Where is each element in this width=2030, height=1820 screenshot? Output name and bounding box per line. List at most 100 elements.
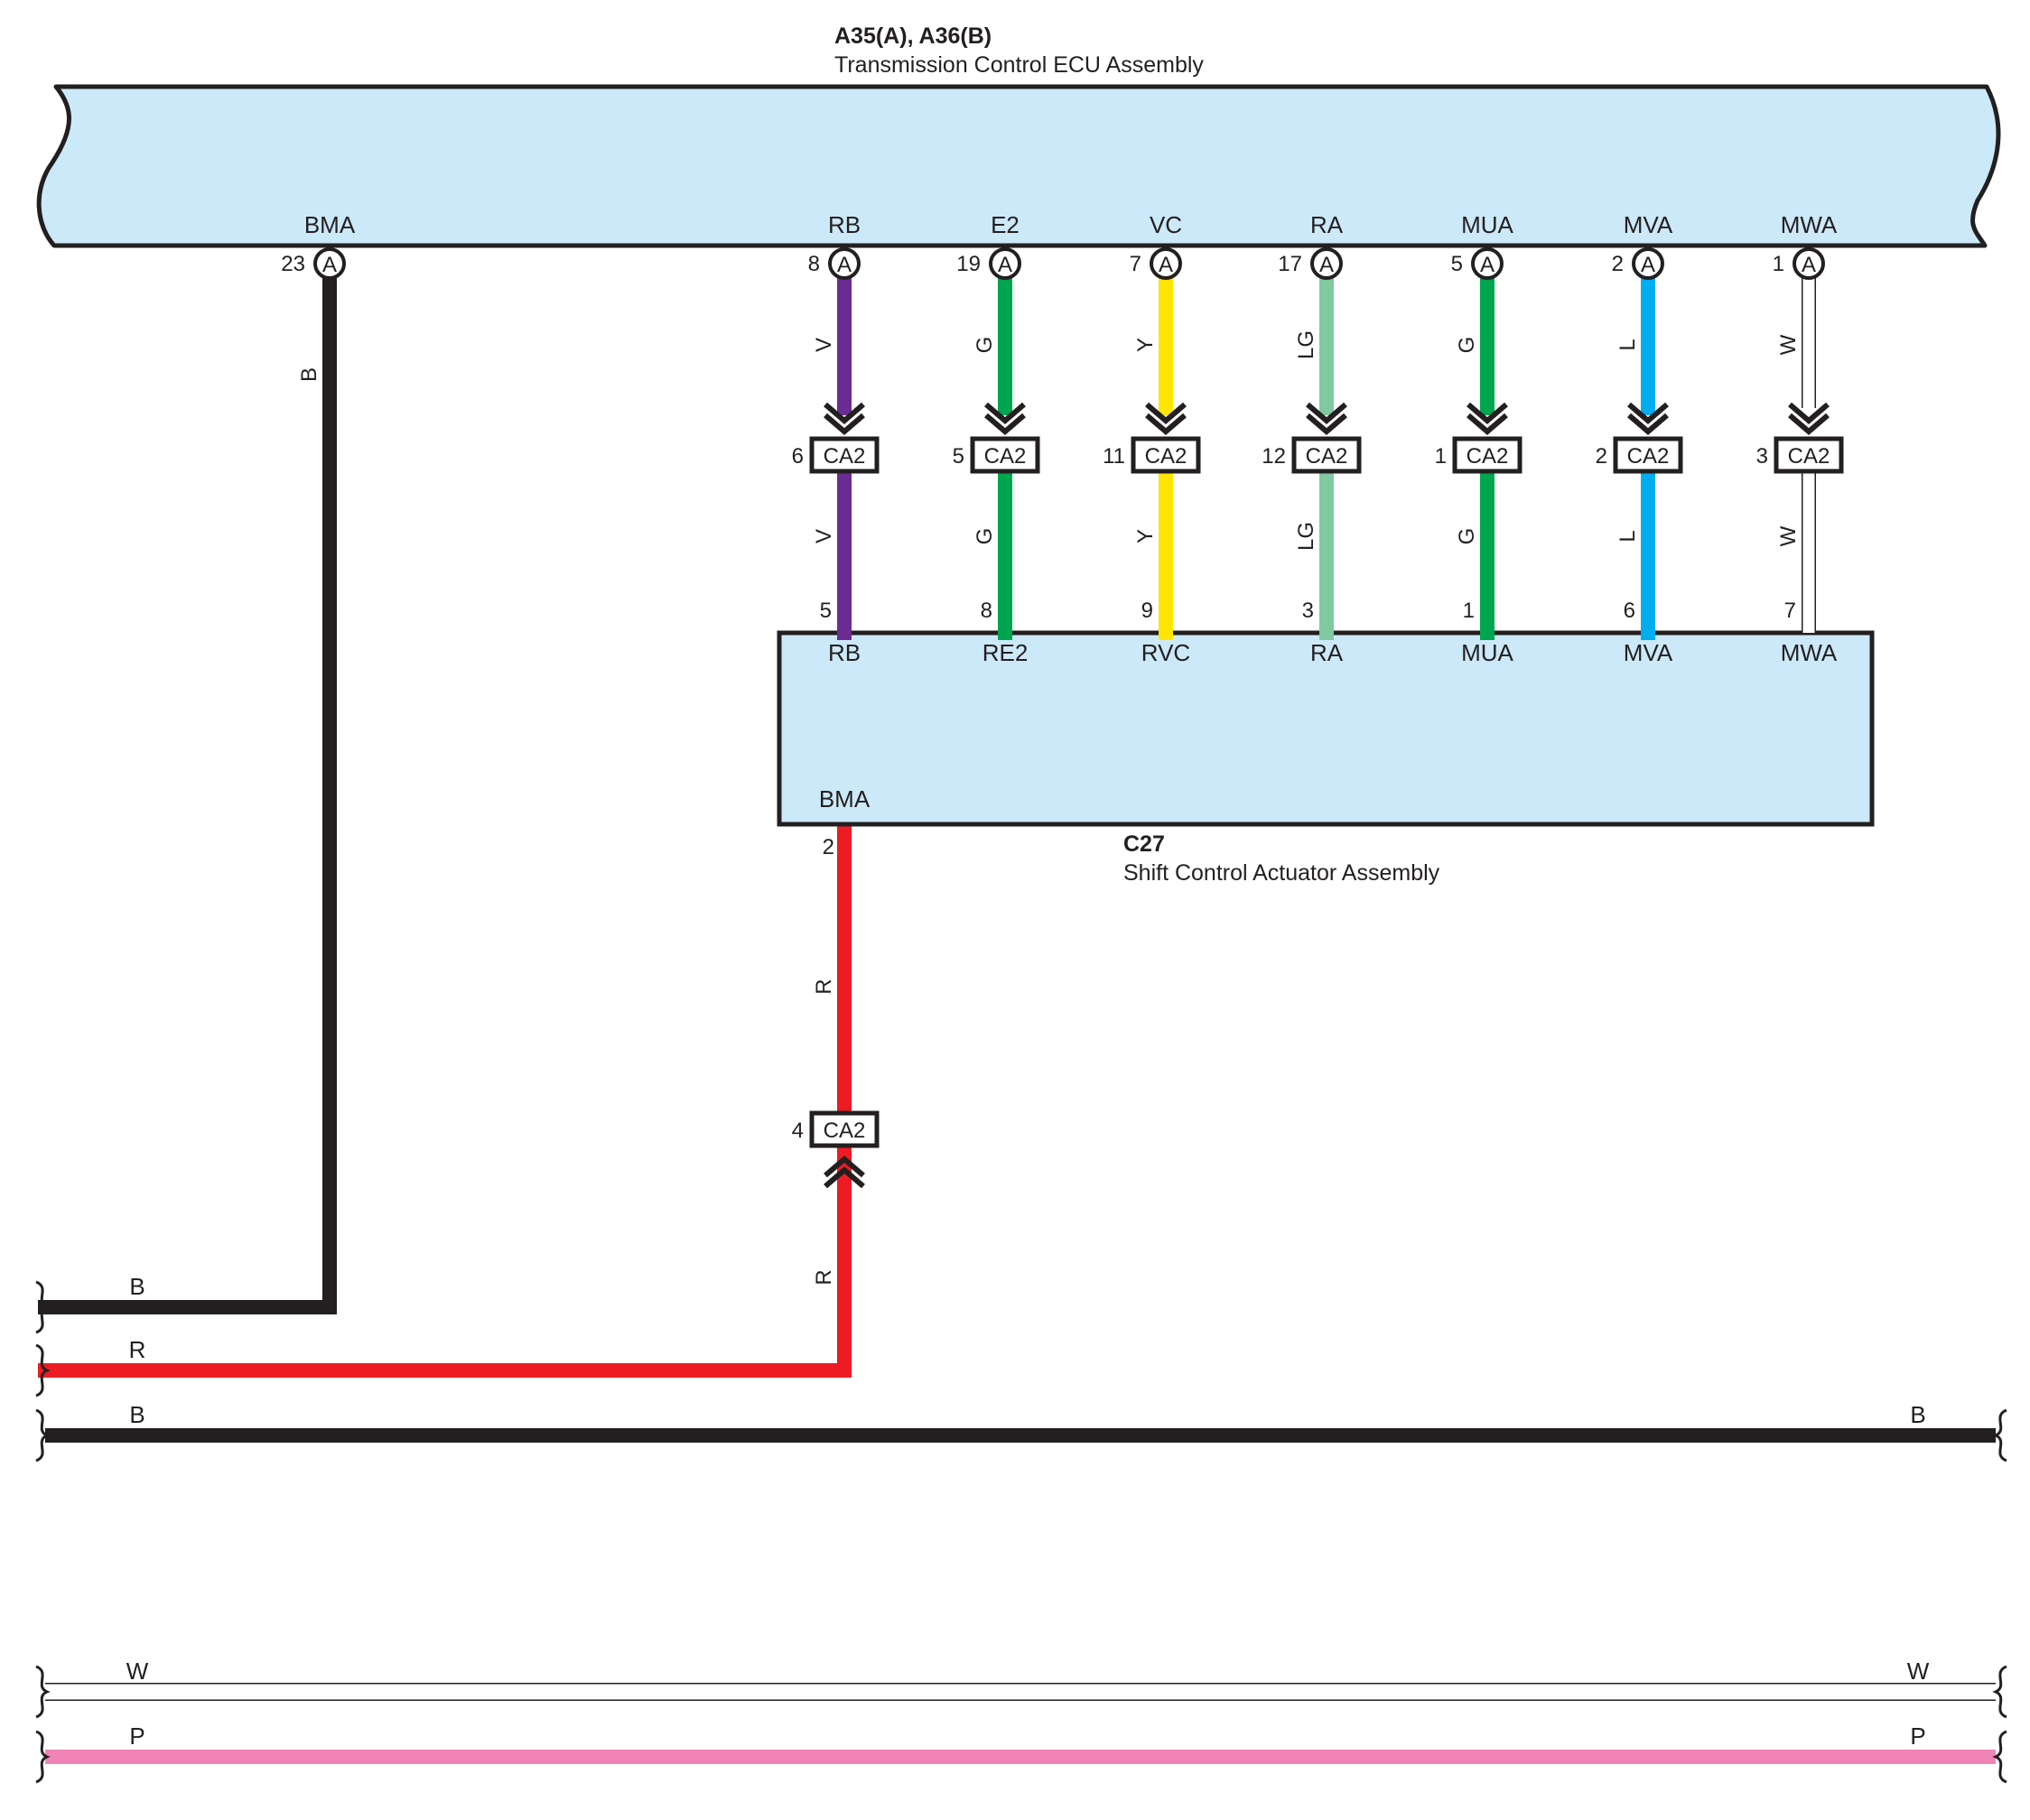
- actuator-pin: 6: [1624, 599, 1635, 623]
- connector-chevron-down-icon: [1145, 402, 1187, 435]
- ca2-pin: 6: [792, 444, 804, 469]
- bus-brace-icon: [1992, 1730, 2007, 1784]
- ca2-pin: 11: [1103, 444, 1125, 469]
- ecu-connector-circle: [1793, 247, 1825, 280]
- ecu-body: [36, 84, 2001, 248]
- ca2-junction-box: [1774, 436, 1844, 474]
- bus-left-label: R: [129, 1336, 146, 1363]
- bus-right-label: P: [1910, 1722, 1925, 1750]
- ca2-junction-label: CA2: [1627, 444, 1670, 469]
- bus-brace-icon: [1992, 1408, 2007, 1462]
- actuator-terminal-label: MWA: [1781, 639, 1838, 666]
- ecu-pin: 7: [1130, 252, 1141, 276]
- ecu-pin: 8: [808, 252, 820, 276]
- bus-brace-icon: [1992, 1665, 2007, 1719]
- ca2-junction-box: [1613, 436, 1683, 474]
- ecu-connector-circle: [1632, 247, 1664, 280]
- ecu-connector-circle: [989, 247, 1021, 280]
- ecu-connector-circle: [1150, 247, 1182, 280]
- ecu-connector-letter: A: [1480, 253, 1495, 277]
- ca2-junction-bma: CA2 4: [792, 1110, 880, 1148]
- ecu-pin: 19: [956, 252, 981, 276]
- ecu-connector-circle: [1471, 247, 1504, 280]
- ecu-connector-letter: A: [1159, 253, 1173, 277]
- ecu-pin: 1: [1773, 252, 1784, 276]
- wire-color-label-upper: W: [1776, 334, 1801, 355]
- wire-color-label-lower: LG: [1294, 522, 1318, 551]
- connector-chevron-down-icon: [1467, 402, 1508, 435]
- wire-actuator-bma: [38, 817, 852, 1378]
- ecu-terminal-label: E2: [991, 211, 1020, 238]
- ecu-connector-letter: A: [1641, 253, 1655, 277]
- ecu-bma-pin: 23: [281, 252, 305, 276]
- actuator-name: Shift Control Actuator Assembly: [1123, 860, 1440, 886]
- wire-color-label-lower: G: [973, 528, 997, 545]
- bus-left-label: B: [129, 1401, 144, 1428]
- ca2-pin: 2: [1596, 444, 1607, 469]
- actuator-terminal-label: RE2: [982, 639, 1029, 666]
- ca2-junction-label: CA2: [1145, 444, 1187, 469]
- ecu-connector-letter: A: [837, 253, 852, 277]
- wire-color-label-upper: G: [973, 337, 997, 354]
- wire-color-label-upper: L: [1616, 339, 1640, 350]
- ecu-connector-circle: [828, 247, 861, 280]
- ecu-bma-terminal: BMA A 23: [281, 211, 356, 280]
- bus-left-label: W: [126, 1658, 149, 1685]
- actuator-bma-wire-color: R: [812, 979, 836, 994]
- connector-chevron-down-icon: [1627, 402, 1669, 435]
- actuator-terminal-label: MUA: [1461, 639, 1513, 666]
- ca2-pin: 12: [1262, 444, 1286, 469]
- ecu-terminal-label: RA: [1310, 211, 1344, 238]
- ca2-pin: 1: [1435, 444, 1447, 469]
- ecu-connector-letter: A: [998, 253, 1012, 277]
- actuator-terminal-label: RB: [828, 639, 861, 666]
- actuator-pin: 9: [1141, 599, 1153, 623]
- ecu-terminal-label: VC: [1150, 211, 1182, 238]
- ca2-junction-label: CA2: [824, 444, 866, 469]
- circuits: RBA8VVCA265RBE2A19GGCA258RE2VCA7YYCA2119…: [792, 211, 1844, 666]
- bma-link-wire-color: R: [812, 1269, 836, 1285]
- bus-brace-icon: [35, 1343, 51, 1398]
- bus-line-2: R: [35, 1336, 146, 1398]
- ca2-junction-pin: 4: [792, 1119, 804, 1143]
- wire-ecu-bma: [38, 271, 337, 1314]
- ca2-junction-label: CA2: [1306, 444, 1348, 469]
- ca2-junction-box: [1291, 436, 1362, 474]
- wire-color-label-lower: W: [1776, 525, 1801, 546]
- ecu-id: A35(A), A36(B): [834, 23, 992, 49]
- actuator-body: [777, 630, 1875, 827]
- bus-right-label: W: [1907, 1658, 1930, 1685]
- ca2-pin: 5: [953, 444, 964, 469]
- ecu-connector-circle: [1310, 247, 1343, 280]
- bus-line-1: B: [35, 1273, 145, 1334]
- wire-color-label-lower: V: [812, 529, 836, 543]
- wire-color-label-lower: G: [1455, 528, 1479, 545]
- actuator-pin: 5: [820, 599, 832, 623]
- actuator-pin: 7: [1784, 599, 1796, 623]
- ca2-junction-box: [970, 436, 1040, 474]
- actuator-bma-pin: 2: [823, 835, 834, 859]
- wires: [38, 271, 852, 1378]
- wire-color-label-lower: Y: [1133, 529, 1158, 543]
- ecu-pin: 2: [1612, 252, 1624, 276]
- ecu-connector-letter: A: [1802, 253, 1816, 277]
- ecu-bma-connector-circle: [313, 247, 346, 280]
- bus-brace-icon: [35, 1665, 51, 1719]
- actuator-pin: 3: [1302, 599, 1314, 623]
- ecu-name: Transmission Control ECU Assembly: [834, 52, 1204, 78]
- actuator-id: C27: [1123, 831, 1165, 857]
- actuator-terminal-label: RVC: [1141, 639, 1190, 666]
- wire-color-label-upper: LG: [1294, 330, 1318, 359]
- ca2-junction-box: [1452, 436, 1522, 474]
